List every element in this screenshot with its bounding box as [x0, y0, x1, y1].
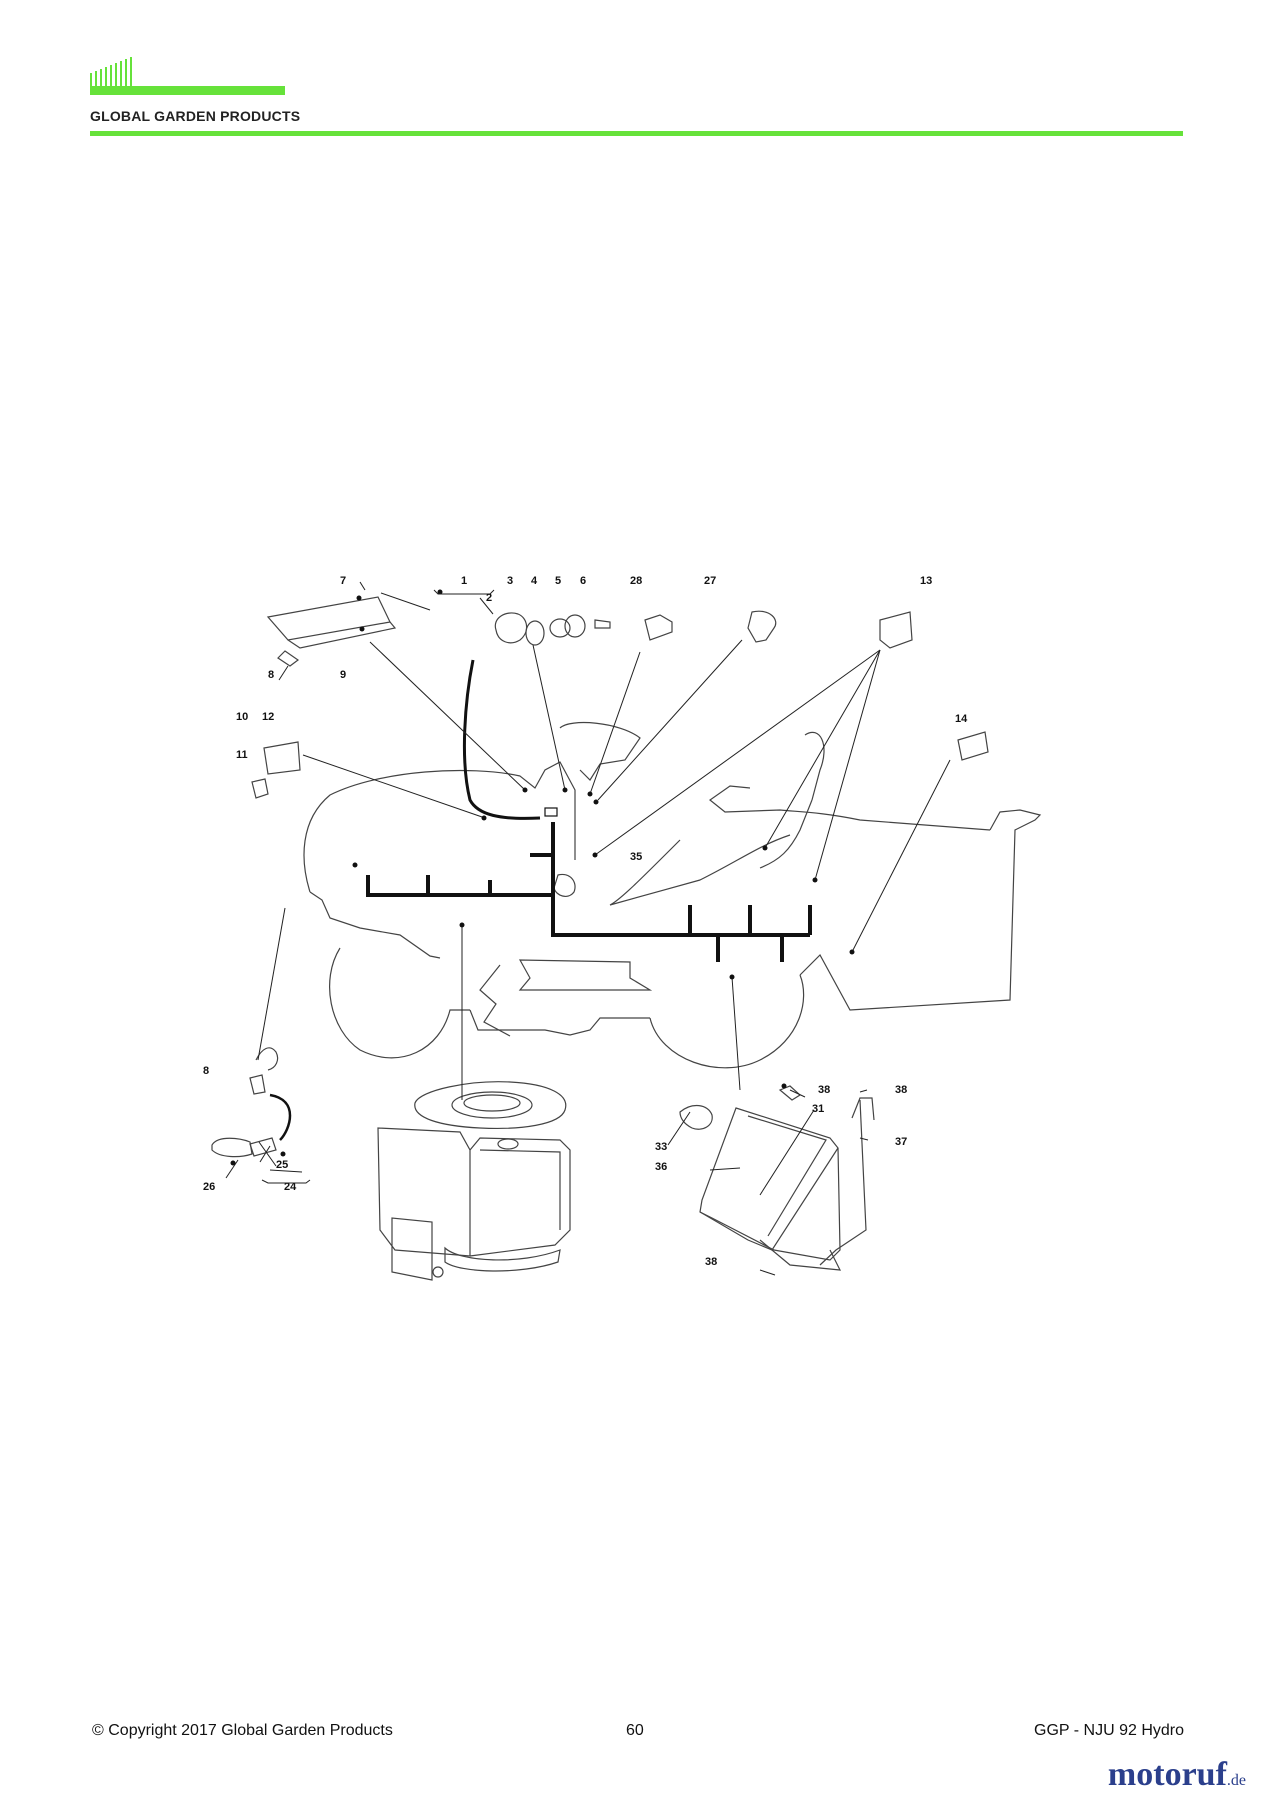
callout-7: 7 [340, 575, 346, 587]
callout-4: 4 [531, 575, 538, 587]
callout-8-top: 8 [268, 669, 274, 681]
callout-24: 24 [284, 1181, 297, 1193]
callout-5: 5 [555, 575, 561, 587]
callout-26: 26 [203, 1181, 215, 1193]
header-rule [90, 131, 1183, 136]
watermark-tld: .de [1226, 1772, 1246, 1789]
callout-labels: 1 2 3 4 5 6 7 8 9 10 11 12 13 14 8 24 25… [203, 575, 968, 1268]
callout-11: 11 [236, 749, 248, 761]
brand-name: GLOBAL GARDEN PRODUCTS [90, 108, 301, 124]
callout-2: 2 [486, 592, 492, 604]
callout-38-a: 38 [818, 1084, 830, 1096]
callout-28: 28 [630, 575, 642, 587]
leader-lines [225, 581, 951, 1276]
footer-model: GGP - NJU 92 Hydro [1034, 1722, 1184, 1739]
callout-3: 3 [507, 575, 513, 587]
callout-31: 31 [812, 1103, 824, 1115]
callout-9: 9 [340, 669, 346, 681]
callout-8-bottom: 8 [203, 1065, 209, 1077]
tractor-outline [303, 721, 1042, 1069]
footer-copyright: © Copyright 2017 Global Garden Products [92, 1722, 393, 1739]
battery-assembly [679, 1085, 875, 1271]
callout-38-b: 38 [895, 1084, 907, 1096]
watermark-name: motoruf [1107, 1756, 1227, 1793]
callout-33: 33 [655, 1141, 667, 1153]
callout-13: 13 [920, 575, 932, 587]
wire-harness [269, 659, 812, 1141]
engine [377, 1081, 571, 1281]
callout-6: 6 [580, 575, 586, 587]
callout-25: 25 [276, 1159, 288, 1171]
watermark-logo: motoruf.de [1108, 1756, 1246, 1794]
callout-12: 12 [262, 711, 274, 723]
callout-14: 14 [955, 713, 968, 725]
switch-parts [211, 596, 989, 1158]
leader-dots [230, 589, 855, 1166]
callout-35: 35 [630, 851, 642, 863]
callout-1: 1 [461, 575, 467, 587]
callout-10: 10 [236, 711, 248, 723]
callout-37: 37 [895, 1136, 907, 1148]
callout-36: 36 [655, 1161, 667, 1173]
ggp-logo [90, 57, 285, 95]
logo-stripes-icon [90, 57, 285, 95]
callout-27: 27 [704, 575, 716, 587]
callout-38-c: 38 [705, 1256, 717, 1268]
footer-page-number: 60 [626, 1722, 644, 1739]
